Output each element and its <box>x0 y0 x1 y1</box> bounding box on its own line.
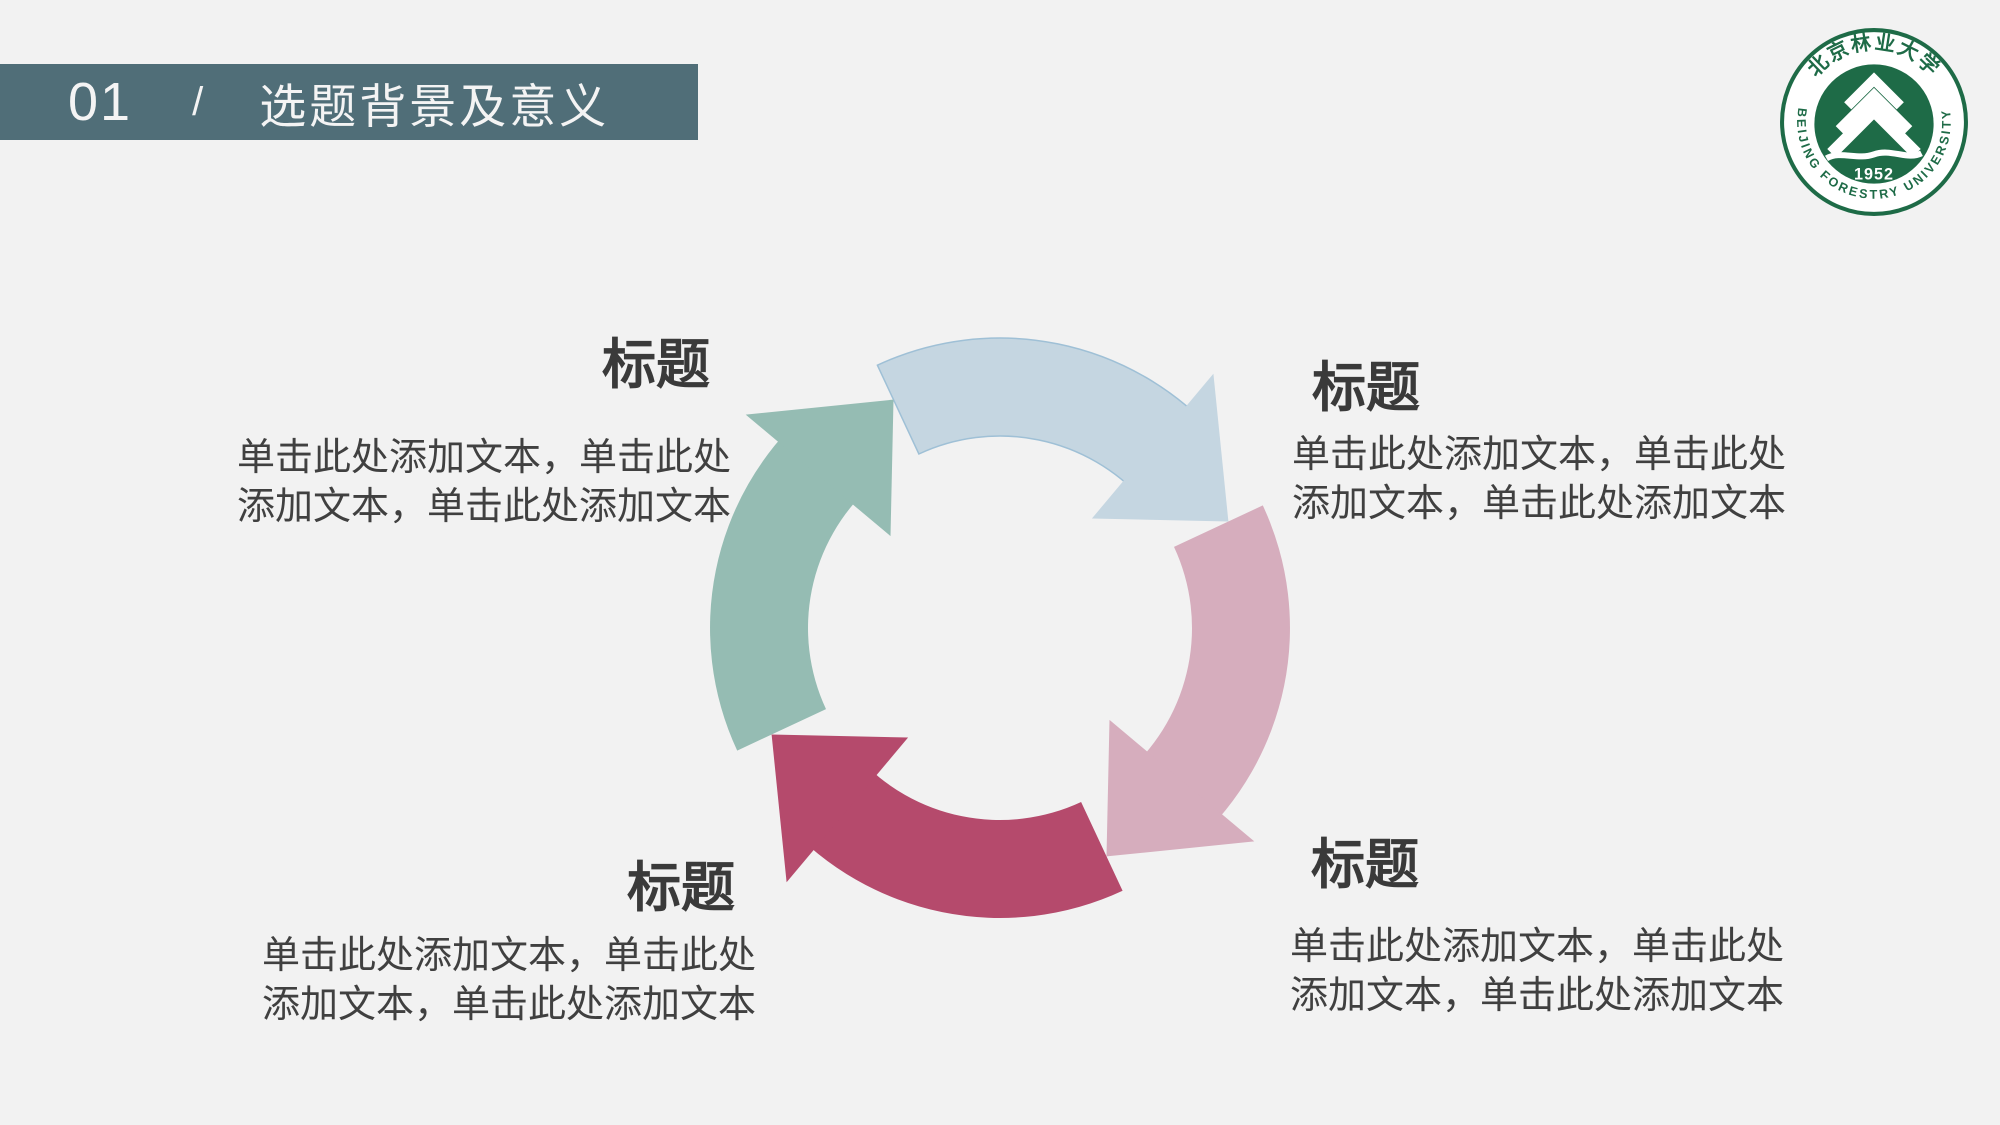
section-header-bar: 01 / 选题背景及意义 <box>0 64 698 140</box>
seal-tree-icon <box>1825 72 1923 162</box>
text-block-body-bottom-left: 单击此处添加文本，单击此处 添加文本，单击此处添加文本 <box>262 932 756 1030</box>
body-line: 添加文本，单击此处添加文本 <box>1292 483 1787 525</box>
text-block-body-top-left: 单击此处添加文本，单击此处 添加文本，单击此处添加文本 <box>237 434 731 532</box>
text-block-title-top-left: 标题 <box>602 335 710 395</box>
text-block-body-bottom-right: 单击此处添加文本，单击此处 添加文本，单击此处添加文本 <box>1290 923 1784 1021</box>
text-block-body-top-right: 单击此处添加文本，单击此处 添加文本，单击此处添加文本 <box>1292 431 1786 529</box>
body-line: 单击此处添加文本，单击此处 <box>262 935 757 977</box>
section-separator: / <box>192 79 204 124</box>
body-line: 单击此处添加文本，单击此处 <box>1292 434 1787 476</box>
cycle-arrow-bottom-band <box>784 756 1123 918</box>
body-line: 单击此处添加文本，单击此处 <box>237 437 732 479</box>
body-line: 添加文本，单击此处添加文本 <box>262 984 757 1026</box>
cycle-diagram <box>710 337 1290 918</box>
cycle-arrow-left-band <box>710 412 872 751</box>
text-block-title-top-right: 标题 <box>1312 358 1420 418</box>
cycle-arrow-right-band <box>1128 505 1290 844</box>
seal-year: 1952 <box>1854 166 1894 184</box>
cycle-arrow-right-head <box>1106 719 1255 857</box>
cycle-arrow-top-head <box>1091 373 1229 522</box>
cycle-arrow-left-head <box>745 399 894 537</box>
cycle-arrow-bottom-head <box>771 734 909 883</box>
text-block-title-bottom-left: 标题 <box>627 858 735 918</box>
university-seal-icon: 北京林业大学 BEIJING FORESTRY UNIVERSITY 1952 <box>1780 28 1968 216</box>
section-number: 01 <box>68 72 133 132</box>
section-title: 选题背景及意义 <box>259 79 610 133</box>
text-block-title-bottom-right: 标题 <box>1311 835 1419 895</box>
body-line: 添加文本，单击此处添加文本 <box>237 486 732 528</box>
body-line: 单击此处添加文本，单击此处 <box>1290 926 1785 968</box>
body-line: 添加文本，单击此处添加文本 <box>1290 975 1785 1017</box>
